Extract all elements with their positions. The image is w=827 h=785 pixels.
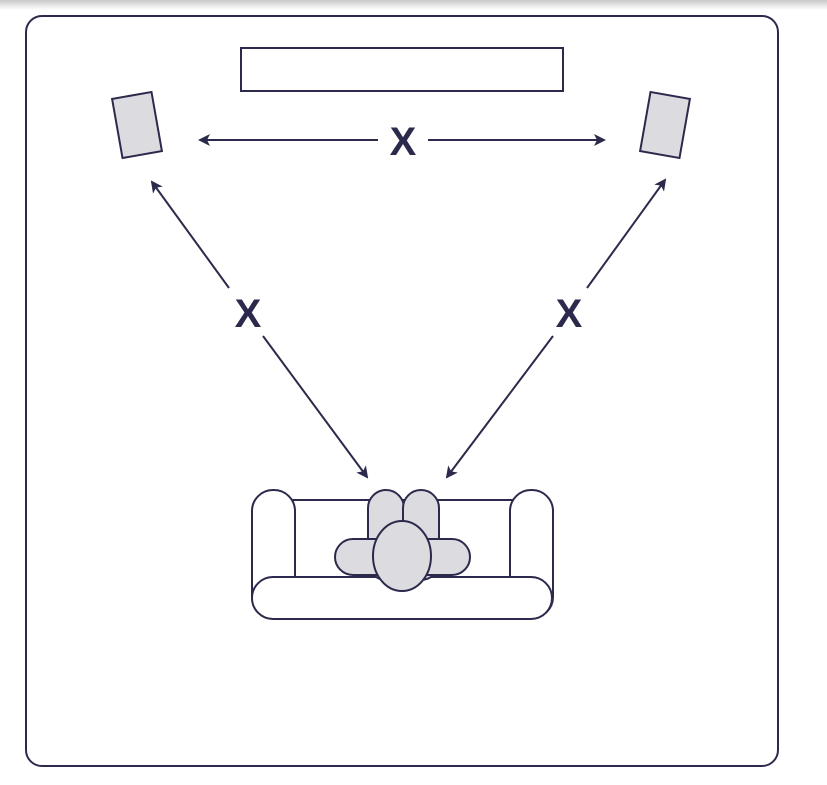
- right-diagonal-arrow-lower: [445, 335, 554, 479]
- left-diagonal-arrow-upper: [150, 180, 230, 289]
- room-outline: [25, 15, 779, 767]
- right-diagonal-arrow-upper: [586, 178, 667, 289]
- listener-head: [372, 520, 432, 592]
- right-speaker: [638, 90, 692, 160]
- left-speaker: [110, 90, 164, 160]
- left-distance-label: X: [235, 292, 262, 336]
- left-diagonal-arrow-lower: [262, 335, 369, 479]
- listener: [334, 489, 471, 592]
- speaker-distance-label: X: [390, 120, 417, 164]
- right-distance-label: X: [556, 292, 583, 336]
- tv-screen: [240, 47, 564, 92]
- window-top-shadow: [0, 0, 827, 10]
